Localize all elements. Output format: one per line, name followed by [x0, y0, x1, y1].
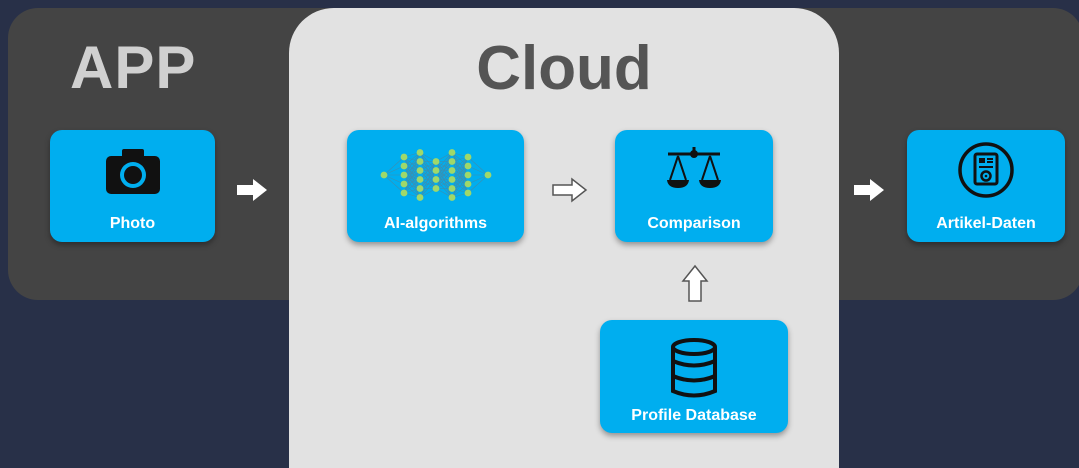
nn-edge [403, 170, 420, 194]
nn-node [400, 189, 407, 197]
nn-node [432, 167, 439, 174]
nn-node [432, 176, 439, 183]
nn-edge [451, 183, 468, 198]
nn-edge [419, 161, 436, 180]
nn-edge [435, 152, 452, 189]
nn-node [416, 194, 423, 201]
nn-edge [451, 174, 468, 198]
nn-edge [419, 161, 436, 189]
nn-node [448, 149, 455, 156]
camera-icon [50, 146, 215, 196]
nn-node [380, 171, 387, 179]
nn-node [448, 185, 455, 192]
nn-node [416, 158, 423, 165]
nn-edge [467, 165, 488, 176]
nn-edge [467, 156, 488, 176]
photo-node: Photo [50, 130, 215, 242]
nn-node [432, 158, 439, 165]
photo-label: Photo [109, 215, 156, 232]
cloud-title: Cloud [476, 34, 652, 103]
nn-node [464, 171, 471, 179]
nn-node [432, 185, 439, 192]
nn-edge [451, 156, 468, 171]
nn-edge [419, 170, 436, 198]
nn-node [416, 167, 423, 174]
artikel-daten-node: Artikel-Daten [907, 130, 1065, 242]
nn-node [416, 185, 423, 192]
nn-edge [451, 156, 468, 198]
nn-edge [403, 152, 420, 167]
database-icon [600, 338, 788, 400]
nn-edge [435, 170, 452, 189]
nn-node [416, 149, 423, 156]
nn-edge [435, 152, 452, 171]
neural-network-icon [347, 144, 524, 206]
nn-node [464, 189, 471, 197]
comparison-label: Comparison [647, 215, 741, 232]
app-title: APP [70, 34, 197, 101]
nn-edge [383, 156, 404, 176]
nn-node [448, 167, 455, 174]
nn-node [464, 180, 471, 188]
nn-node [464, 162, 471, 170]
scales-icon [615, 144, 773, 196]
nn-edge [383, 165, 404, 176]
nn-node [416, 176, 423, 183]
nn-edge [467, 174, 488, 185]
nn-node [400, 171, 407, 179]
profile-database-label: Profile Database [631, 407, 757, 424]
comparison-node: Comparison [615, 130, 773, 242]
nn-node [484, 171, 491, 179]
nn-node [400, 153, 407, 161]
nn-edge [419, 179, 436, 198]
artikel-daten-label: Artikel-Daten [936, 215, 1036, 232]
nn-edge [451, 156, 468, 180]
nn-edge [451, 165, 468, 198]
nn-edge [419, 161, 436, 198]
nn-edge [383, 174, 404, 185]
nn-edge [467, 174, 488, 194]
arrow-photo-to-cloud [237, 179, 267, 201]
nn-node [400, 180, 407, 188]
ai-algorithms-node: AI-algorithms [347, 130, 524, 242]
nn-node [400, 162, 407, 170]
nn-edge [403, 152, 420, 185]
profile-database-node: Profile Database [600, 320, 788, 433]
nn-edge [403, 152, 420, 176]
arrow-database-to-comparison [681, 264, 709, 302]
nn-node [448, 158, 455, 165]
nn-edge [383, 174, 404, 194]
nn-edge [403, 152, 420, 194]
arrow-cloud-to-artikel [854, 179, 884, 201]
nn-edge [403, 179, 420, 194]
arrow-ai-to-comparison [552, 177, 588, 203]
nn-edge [403, 161, 420, 194]
nn-edge [435, 152, 452, 180]
nn-edge [435, 161, 452, 189]
nn-node [448, 194, 455, 201]
nn-edge [451, 156, 468, 189]
document-gear-icon [907, 140, 1065, 200]
nn-node [448, 176, 455, 183]
nn-node [464, 153, 471, 161]
ai-algorithms-label: AI-algorithms [383, 215, 488, 232]
